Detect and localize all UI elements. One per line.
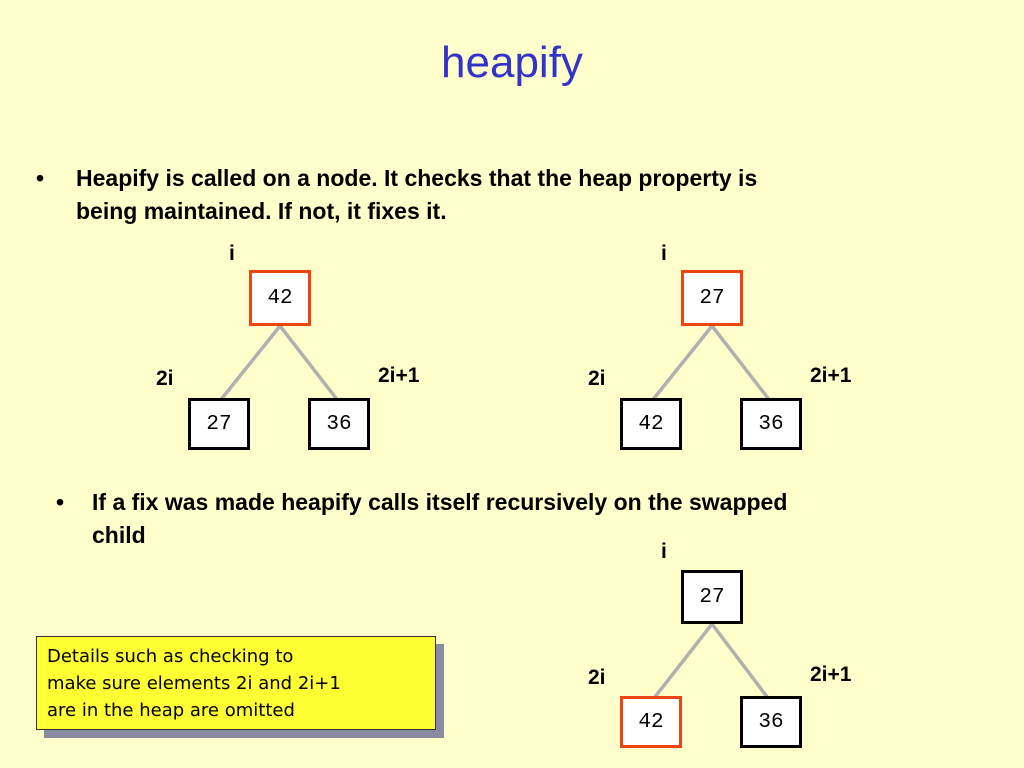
tree-2-left-node: 42 [620,398,682,450]
note-line-3: are in the heap are omitted [47,700,295,721]
tree-1-left-label: 2i [156,367,174,390]
bullet-2-line-2: child [92,522,146,548]
tree-3-root-node: 27 [681,570,743,624]
note-line-1: Details such as checking to [47,646,294,667]
tree-2-right-node: 36 [740,398,802,450]
tree-1-right-label: 2i+1 [378,364,420,387]
bullet-1-line-2: being maintained. If not, it fixes it. [76,198,447,224]
tree-1-left-edge [217,324,282,404]
bullet-2: • If a fix was made heapify calls itself… [56,486,1006,556]
bullet-1-line-1: Heapify is called on a node. It checks t… [76,165,758,191]
tree-2-right-edge [710,324,773,404]
tree-1-index-label: i [229,242,235,265]
tree-2-left-label: 2i [588,367,606,390]
tree-3-right-label: 2i+1 [810,663,852,686]
tree-1-left-node: 27 [188,398,250,450]
tree-1-right-node: 36 [308,398,370,450]
note-line-2: make sure elements 2i and 2i+1 [47,673,341,694]
tree-1-right-edge [278,324,341,404]
tree-3-right-node: 36 [740,696,802,748]
bullet-marker: • [36,165,45,191]
bullet-marker: • [56,489,65,515]
tree-3-left-edge [649,622,714,704]
slide-title: heapify [441,38,583,87]
bullet-2-line-1: If a fix was made heapify calls itself r… [92,489,788,515]
tree-1-root-node: 42 [249,270,311,326]
tree-3-left-node: 42 [620,696,682,748]
tree-2-root-node: 27 [681,270,743,326]
tree-2-index-label: i [661,242,667,265]
bullet-1: • Heapify is called on a node. It checks… [36,162,996,232]
note-box: Details such as checking to make sure el… [36,636,436,730]
tree-2-right-label: 2i+1 [810,364,852,387]
tree-3-index-label: i [661,540,667,563]
tree-2-left-edge [649,324,714,404]
tree-3-right-edge [710,622,773,704]
tree-3-left-label: 2i [588,666,606,689]
